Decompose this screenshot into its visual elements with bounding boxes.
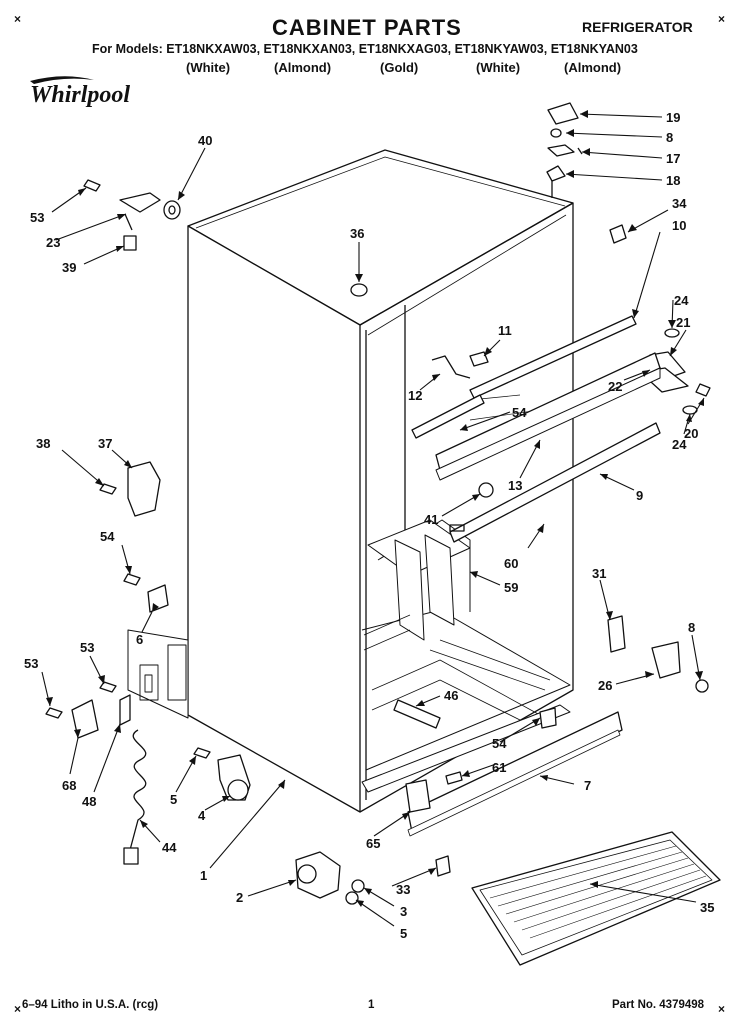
callout-46: 46 xyxy=(444,688,458,703)
callout-48: 48 xyxy=(82,794,96,809)
callout-60: 60 xyxy=(504,556,518,571)
callout-41: 41 xyxy=(424,512,438,527)
callout-11: 11 xyxy=(498,323,512,338)
brand-logo: Whirlpool xyxy=(24,72,154,112)
callout-33: 33 xyxy=(396,882,410,897)
callout-8: 8 xyxy=(666,130,673,145)
callout-54: 54 xyxy=(100,529,115,544)
callout-21: 21 xyxy=(676,315,690,330)
callout-39: 39 xyxy=(62,260,76,275)
color-label: (White) xyxy=(476,60,521,75)
callout-12: 12 xyxy=(408,388,422,403)
callout-24: 24 xyxy=(674,293,689,308)
cabinet-body xyxy=(127,149,574,813)
callout-65: 65 xyxy=(366,836,380,851)
callout-20: 20 xyxy=(684,426,698,441)
corner-mark-top-right: × xyxy=(718,12,726,26)
callout-26: 26 xyxy=(598,678,612,693)
callout-4: 4 xyxy=(198,808,206,823)
callout-34: 34 xyxy=(672,196,687,211)
logo-swoosh-icon xyxy=(30,76,94,84)
callout-54: 54 xyxy=(492,736,507,751)
callout-5: 5 xyxy=(170,792,177,807)
callout-6: 6 xyxy=(136,632,143,647)
callout-44: 44 xyxy=(162,840,177,855)
category-label: REFRIGERATOR xyxy=(582,19,693,35)
callout-40: 40 xyxy=(198,133,212,148)
callout-18: 18 xyxy=(666,173,680,188)
color-label: (White) xyxy=(186,60,231,75)
callout-7: 7 xyxy=(584,778,591,793)
callout-10: 10 xyxy=(672,218,686,233)
callout-13: 13 xyxy=(508,478,522,493)
corner-mark-bottom-left: × xyxy=(14,1002,22,1016)
callout-2: 2 xyxy=(236,890,243,905)
callout-22: 22 xyxy=(608,379,622,394)
callout-37: 37 xyxy=(98,436,112,451)
callout-5: 5 xyxy=(400,926,407,941)
callout-8: 8 xyxy=(688,620,695,635)
callout-61: 61 xyxy=(492,760,506,775)
corner-mark-top-left: × xyxy=(14,12,22,26)
callout-59: 59 xyxy=(504,580,518,595)
corner-mark-bottom-right: × xyxy=(718,1002,726,1016)
footer-part-number: Part No. 4379498 xyxy=(612,999,705,1011)
callout-53: 53 xyxy=(80,640,94,655)
color-label: (Almond) xyxy=(274,60,332,75)
callout-24: 24 xyxy=(672,437,687,452)
callout-19: 19 xyxy=(666,110,680,125)
callout-labels: 19 8 17 18 34 10 40 53 23 39 36 11 24 21… xyxy=(24,110,714,941)
footer-page-number: 1 xyxy=(368,999,375,1011)
callout-35: 35 xyxy=(700,900,714,915)
callout-9: 9 xyxy=(636,488,643,503)
callout-38: 38 xyxy=(36,436,50,451)
color-label: (Gold) xyxy=(380,60,419,75)
color-list: (White) (Almond) (Gold) (White) (Almond) xyxy=(0,60,736,78)
models-line: For Models: ET18NKXAW03, ET18NKXAN03, ET… xyxy=(92,42,638,56)
callout-54: 54 xyxy=(512,405,527,420)
callout-68: 68 xyxy=(62,778,76,793)
color-label: (Almond) xyxy=(564,60,622,75)
callout-17: 17 xyxy=(666,151,680,166)
brand-logo-text: Whirlpool xyxy=(30,82,131,108)
callout-23: 23 xyxy=(46,235,60,250)
callout-36: 36 xyxy=(350,226,364,241)
page-title: CABINET PARTS xyxy=(272,15,462,40)
callout-1: 1 xyxy=(200,868,207,883)
callout-53: 53 xyxy=(24,656,38,671)
callout-31: 31 xyxy=(592,566,606,581)
callout-53: 53 xyxy=(30,210,44,225)
callout-3: 3 xyxy=(400,904,407,919)
footer-litho: 6–94 Litho in U.S.A. (rcg) xyxy=(22,999,159,1011)
